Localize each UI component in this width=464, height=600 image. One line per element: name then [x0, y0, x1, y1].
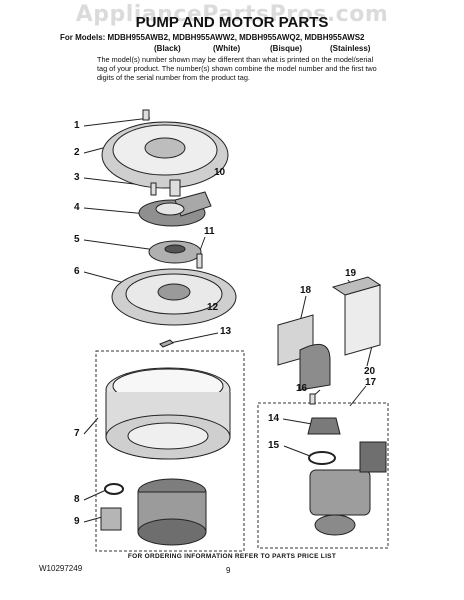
- leader-4: [83, 207, 148, 215]
- callout-7: 7: [74, 428, 80, 439]
- callout-13: 13: [220, 326, 232, 337]
- callout-19: 19: [345, 268, 357, 279]
- part-7-sump: [105, 367, 231, 460]
- part-3-screw: [150, 182, 157, 196]
- callout-12: 12: [207, 302, 219, 313]
- callout-16: 16: [296, 383, 308, 394]
- color-white: (White): [213, 44, 241, 53]
- callout-14: 14: [268, 413, 280, 424]
- watermark: AppliancePartsPros.com: [75, 2, 389, 27]
- leader-9: [83, 516, 103, 523]
- part-16-screw: [309, 393, 316, 405]
- leader-15: [283, 445, 311, 457]
- part-11-screw: [196, 253, 203, 269]
- leader-8: [83, 489, 107, 501]
- part-14-pump-cap: [307, 417, 341, 435]
- ordering-footer: FOR ORDERING INFORMATION REFER TO PARTS …: [127, 553, 337, 560]
- callout-5: 5: [74, 234, 80, 245]
- callout-15: 15: [268, 440, 280, 451]
- part-4-housing: [138, 191, 212, 227]
- callout-9: 9: [74, 516, 80, 527]
- sump-assembly-box: [95, 350, 245, 552]
- part-6-filter: [111, 268, 237, 326]
- callout-4: 4: [74, 202, 80, 213]
- part-18-bracket: [277, 314, 331, 391]
- leader-5: [83, 239, 157, 251]
- leader-13: [169, 332, 219, 344]
- part-15-gasket: [308, 451, 336, 465]
- callout-17: 17: [365, 377, 377, 388]
- model-note: The model(s) number shown may be differe…: [97, 55, 377, 82]
- wash-motor: [137, 478, 207, 546]
- callout-1: 1: [74, 120, 80, 131]
- callout-6: 6: [74, 266, 80, 277]
- callout-18: 18: [300, 285, 312, 296]
- part-13-clip: [159, 339, 174, 348]
- part-1-screw: [142, 109, 150, 121]
- models-line: For Models: MDBH955AWB2, MDBH955AWW2, MD…: [60, 33, 365, 42]
- part-2-manifold: [101, 121, 229, 189]
- leader-17: [349, 385, 367, 407]
- part-9-fitting: [100, 507, 122, 531]
- part-19-cover: [331, 276, 382, 356]
- callout-11: 11: [204, 226, 215, 237]
- callout-20: 20: [364, 366, 376, 377]
- page-number: 9: [226, 566, 231, 575]
- part-5-impeller: [148, 240, 202, 264]
- color-stainless: (Stainless): [330, 44, 371, 53]
- color-bisque: (Bisque): [270, 44, 302, 53]
- part-10-pin: [169, 179, 181, 197]
- callout-3: 3: [74, 172, 80, 183]
- callout-10: 10: [214, 167, 226, 178]
- callout-8: 8: [74, 494, 80, 505]
- color-black: (Black): [154, 44, 181, 53]
- callout-2: 2: [74, 147, 80, 158]
- leader-14: [282, 418, 313, 425]
- part-8-seal: [104, 483, 124, 495]
- leader-18: [299, 295, 307, 323]
- document-number: W10297249: [39, 564, 83, 573]
- drain-pump-box: [257, 402, 389, 549]
- drain-pump-body: [309, 441, 387, 536]
- leader-1: [83, 117, 151, 127]
- page-title: PUMP AND MOTOR PARTS: [135, 14, 329, 31]
